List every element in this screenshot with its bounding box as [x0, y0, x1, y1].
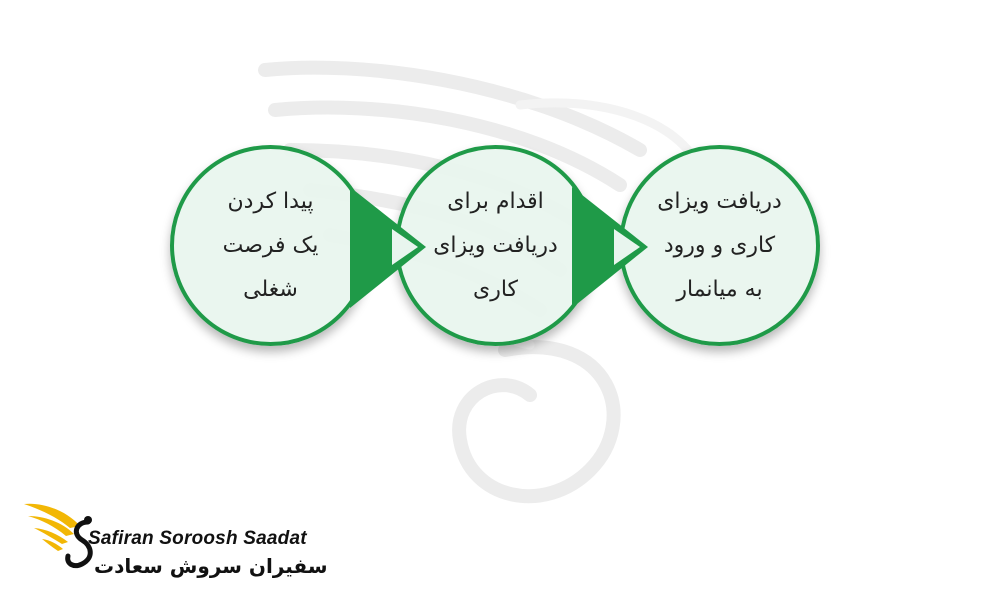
logo-persian-text: سفیران سروش سعادت: [94, 554, 328, 578]
step-1-circle: پیدا کردن یک فرصت شغلی: [170, 145, 371, 346]
step-2-label: اقدام برای دریافت ویزای کاری: [433, 188, 558, 302]
step-3-label: دریافت ویزای کاری و ورود به میانمار: [657, 188, 782, 302]
step-1-label: پیدا کردن یک فرصت شغلی: [222, 188, 319, 302]
golden-wing-icon: [24, 503, 93, 569]
arrow-step-1-to-2: [350, 187, 426, 308]
step-3-circle: دریافت ویزای کاری و ورود به میانمار: [619, 145, 820, 346]
logo-latin-text: Safiran Soroosh Saadat: [88, 528, 307, 549]
step-2-circle: اقدام برای دریافت ویزای کاری: [395, 145, 596, 346]
company-logo: Safiran Soroosh Saadat سفیران سروش سعادت: [22, 496, 328, 586]
arrow-step-2-to-3: [572, 187, 648, 308]
